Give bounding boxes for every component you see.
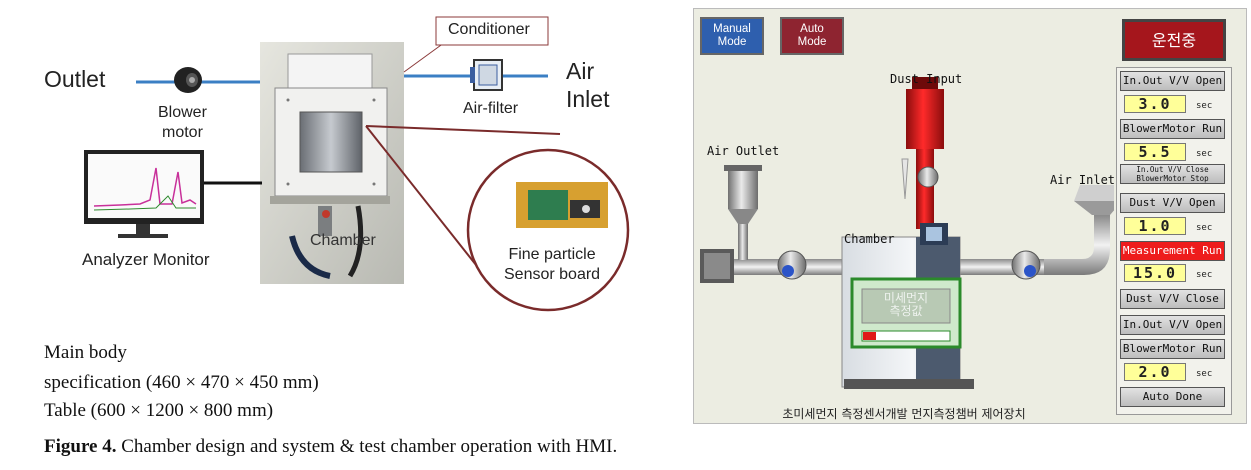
conditioner-label: Conditioner: [448, 21, 530, 38]
air-inlet-label: Air Inlet: [1050, 173, 1116, 187]
chamber-screen-button: [861, 288, 951, 324]
step-value-3: 1.0: [1124, 217, 1186, 235]
step-blower-run-button[interactable]: BlowerMotor Run: [1120, 119, 1225, 139]
step-inout-open-2-button[interactable]: In.Out V/V Open: [1120, 315, 1225, 335]
air-outlet-label: Air Outlet: [707, 144, 780, 158]
air-inlet-line-1: Air: [566, 58, 595, 84]
manual-mode-line-1: Manual: [713, 23, 751, 35]
sec-label-5: sec: [1196, 369, 1213, 379]
chamber-photo: [260, 42, 404, 284]
step-dust-close-button[interactable]: Dust V/V Close: [1120, 289, 1225, 309]
screen-text-line-2: 측정값: [889, 304, 923, 318]
air-filter-icon: [470, 59, 503, 91]
manual-mode-line-2: Mode: [717, 36, 747, 48]
progress-track: [861, 330, 951, 342]
step-dust-open-button[interactable]: Dust V/V Open: [1120, 193, 1225, 213]
figure-caption: Figure 4. Chamber design and system & te…: [44, 436, 617, 458]
analyzer-monitor-label: Analyzer Monitor: [82, 250, 210, 269]
chamber-label: Chamber: [310, 232, 376, 249]
dust-input-label: Dust Input: [890, 72, 963, 86]
sensor-line-1: Fine particle: [508, 246, 596, 263]
air-outlet-tank-icon: [724, 165, 762, 260]
sec-label-1: sec: [1196, 101, 1213, 111]
air-filter-label: Air-filter: [463, 100, 519, 117]
sensor-leader-top: [365, 125, 561, 135]
blower-line-1: Blower: [158, 104, 207, 121]
sec-label-4: sec: [1196, 270, 1213, 280]
close-stop-line-2: BlowerMotor Stop: [1136, 173, 1209, 183]
running-status-button[interactable]: 운전중: [1122, 19, 1226, 61]
step-close-stop-button[interactable]: In.Out V/V Close BlowerMotor Stop: [1120, 164, 1225, 184]
inlet-valve-icon: [1011, 250, 1041, 280]
sensor-circle: [466, 148, 630, 312]
auto-mode-line-1: Auto: [800, 23, 824, 35]
sec-label-3: sec: [1196, 223, 1213, 233]
conditioner-box: [435, 16, 549, 46]
step-blower-run-2-button[interactable]: BlowerMotor Run: [1120, 339, 1225, 359]
outlet-pump-icon: [700, 249, 734, 283]
sec-label-2: sec: [1196, 149, 1213, 159]
sensor-board-label: Fine particle Sensor board: [504, 245, 600, 285]
screen-text-line-1: 미세먼지: [883, 291, 929, 305]
spec-line-3: Table (600 × 1200 × 800 mm): [44, 400, 274, 421]
chamber-label: Chamber: [844, 232, 895, 246]
dust-input-column-icon: [901, 77, 944, 229]
sensor-board-icon: [516, 182, 608, 228]
step-measurement-run-button[interactable]: Measurement Run: [1120, 241, 1225, 261]
step-value-5: 2.0: [1124, 363, 1186, 381]
step-inout-open-button[interactable]: In.Out V/V Open: [1120, 71, 1225, 91]
figure-label: Figure 4.: [44, 436, 117, 457]
step-value-4: 15.0: [1124, 264, 1186, 282]
sensor-leader-bottom: [365, 125, 481, 271]
caption-text: Chamber design and system & test chamber…: [116, 436, 618, 457]
close-stop-line-1: In.Out V/V Close: [1136, 165, 1209, 174]
apparatus-drawing: [84, 16, 630, 312]
process-diagram: [700, 77, 1114, 389]
air-inlet-label: Air Inlet: [566, 57, 609, 113]
progress-fill: [863, 332, 876, 340]
blower-line-2: motor: [162, 124, 203, 141]
apparatus-figure: Outlet Blower motor Conditioner Air-filt…: [44, 16, 630, 421]
sensor-line-2: Sensor board: [504, 266, 601, 283]
outlet-label: Outlet: [44, 66, 106, 92]
analyzer-monitor-icon: [84, 150, 204, 238]
air-inlet-pipe-icon: [1044, 185, 1114, 275]
step-auto-done-button[interactable]: Auto Done: [1120, 387, 1225, 407]
air-inlet-line-2: Inlet: [566, 86, 610, 112]
outlet-valve-icon: [777, 250, 807, 280]
spec-line-1: Main body: [44, 342, 127, 363]
spec-line-2: specification (460 × 470 × 450 mm): [44, 372, 319, 393]
blower-motor-label: Blower motor: [158, 103, 207, 143]
blower-motor-icon: [174, 67, 202, 93]
hmi-footer: 초미세먼지 측정센서개발 먼지측정챔버 제어장치: [782, 407, 1026, 421]
step-value-2: 5.5: [1124, 143, 1186, 161]
auto-mode-line-2: Mode: [797, 36, 827, 48]
step-value-1: 3.0: [1124, 95, 1186, 113]
screen-text: 미세먼지 측정값: [862, 292, 950, 318]
